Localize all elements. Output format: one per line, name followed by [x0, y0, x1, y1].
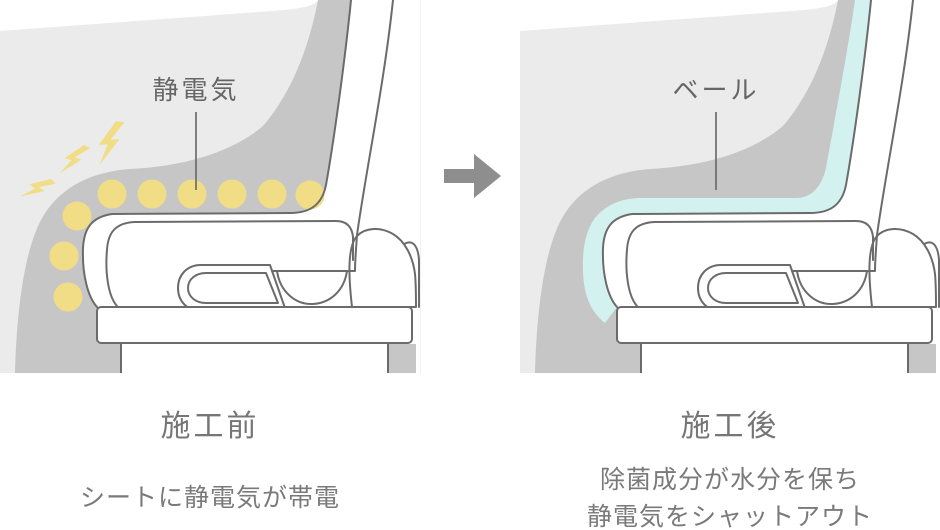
static-dot: [257, 179, 287, 209]
before-description-line: シートに静電気が帯電: [79, 484, 340, 512]
after-description: 除菌成分が水分を保ち 静電気をシャットアウト: [520, 462, 940, 530]
arrow-right-shape: [444, 154, 501, 198]
after-description-line: 静電気をシャットアウト: [586, 503, 873, 530]
static-electricity-label: 静電気: [152, 75, 240, 105]
before-panel: 静電気: [0, 0, 421, 373]
seat-illustration-after: [520, 0, 940, 373]
static-dot: [49, 241, 79, 271]
static-electricity-dots: [49, 179, 325, 312]
seat-illustration-before: [0, 0, 420, 373]
static-dot: [53, 282, 83, 312]
static-dot: [177, 179, 207, 209]
static-dot: [62, 201, 92, 231]
static-dot: [295, 180, 325, 210]
static-dot: [97, 179, 127, 209]
before-description: シートに静電気が帯電: [0, 480, 420, 517]
after-panel: ベール: [520, 0, 940, 373]
arrow-right-icon: [444, 152, 504, 200]
after-description-line: 除菌成分が水分を保ち: [599, 466, 860, 494]
static-dot: [217, 179, 247, 209]
before-caption: 施工前: [160, 410, 260, 443]
static-dot: [137, 179, 167, 209]
veil-label: ベール: [672, 75, 760, 105]
arrow-right-svg: [444, 154, 501, 198]
after-caption: 施工後: [680, 410, 780, 443]
